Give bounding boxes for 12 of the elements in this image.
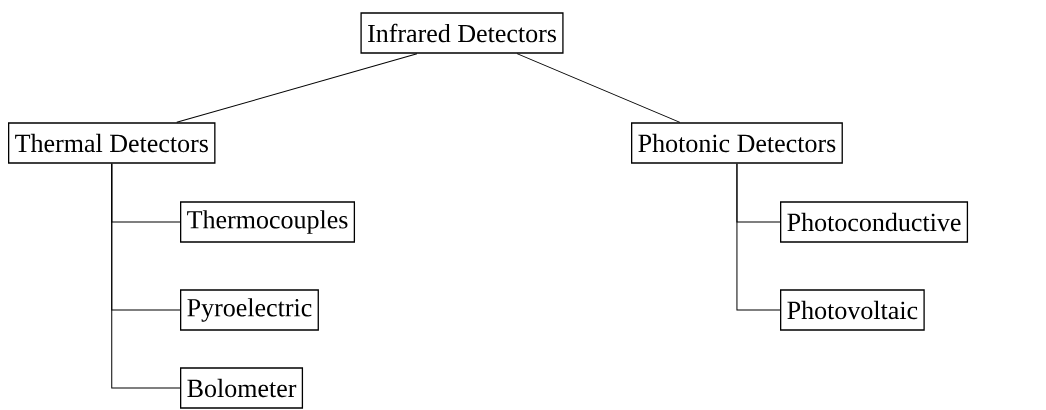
connector-line bbox=[516, 53, 681, 123]
category-box: Photoconductive bbox=[780, 201, 969, 243]
category-box: Bolometer bbox=[180, 367, 304, 409]
connector-line bbox=[176, 53, 418, 123]
connector-line bbox=[736, 163, 781, 311]
category-box: Thermal Detectors bbox=[8, 122, 216, 164]
category-box: Photovoltaic bbox=[780, 289, 925, 331]
category-box: Infrared Detectors bbox=[360, 12, 564, 54]
connector-line bbox=[111, 163, 181, 389]
category-box: Thermocouples bbox=[180, 201, 356, 243]
category-box: Photonic Detectors bbox=[631, 122, 843, 164]
category-box: Pyroelectric bbox=[180, 289, 319, 331]
